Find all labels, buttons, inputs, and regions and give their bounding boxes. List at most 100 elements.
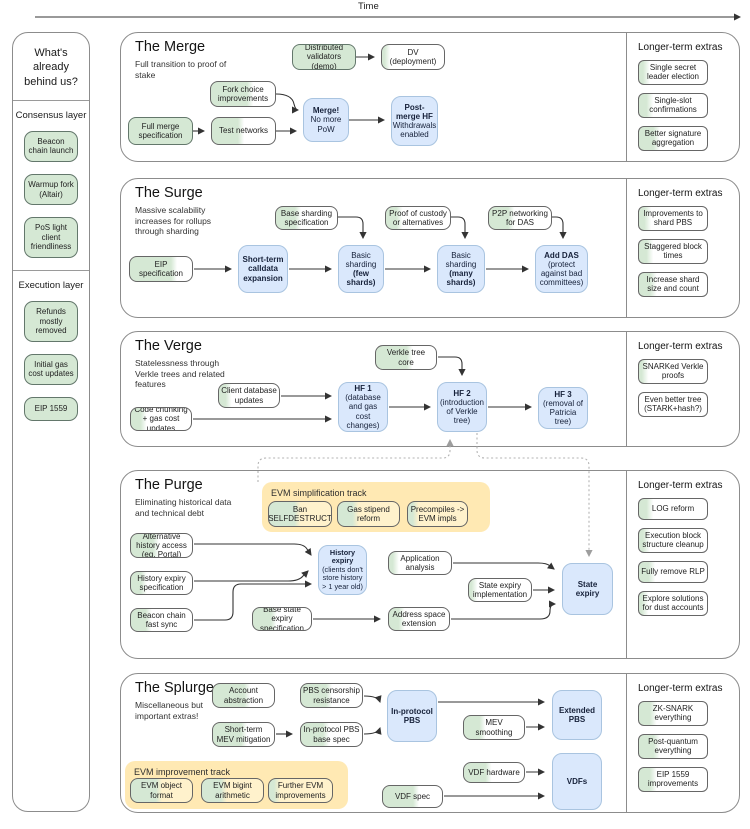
extra-post-quantum-everything: Post-quantum everything — [638, 733, 708, 759]
node-label: Ban SELFDESTRUCT — [268, 504, 332, 523]
node-pbs-censorship-resistance: PBS censorship resistance — [300, 683, 363, 708]
node-address-space-extension: Address space extension — [388, 607, 450, 631]
node-label: Beacon chain fast sync — [137, 610, 186, 629]
node-label: MEV smoothing — [475, 718, 513, 737]
node-label: History expiry specification — [137, 573, 186, 592]
node-proof-of-custody-or-alternatives: Proof of custody or alternatives — [385, 206, 451, 230]
node-vdf-spec: VDF spec — [382, 785, 443, 808]
node-label: Post-merge HF — [396, 102, 433, 121]
node-label: EIP specification — [138, 259, 184, 278]
extra-execution-block-structure-cleanup: Execution block structure cleanup — [638, 528, 708, 553]
node-label: VDFs — [566, 776, 588, 786]
node-history-expiry: History expiry(clients don't store histo… — [318, 545, 367, 595]
node-label: PBS censorship resistance — [303, 686, 360, 705]
connector — [438, 356, 466, 377]
node-in-protocol-pbs: In-protocol PBS — [387, 690, 437, 742]
sidebar-item-pos-light-client-friendliness: PoS light client friendliness — [24, 217, 78, 259]
section-subtitle-the-splurge: Miscellaneous but important extras! — [135, 700, 204, 721]
node-label: P2P networking for DAS — [492, 208, 548, 227]
node-label: Extended PBS — [558, 705, 595, 724]
dotted-connector-hf2-to-state-expiry — [476, 433, 593, 558]
extra-even-better-tree: Even better tree (STARK+hash?) — [638, 391, 708, 417]
node-vdf-hardware: VDF hardware — [463, 762, 525, 783]
node-label: Basic sharding — [345, 250, 377, 269]
sidebar-group-label: Execution layer — [18, 280, 84, 292]
node-merge-milestone: Merge!No more PoW — [303, 98, 349, 142]
extra-better-signature-aggregation: Better signature aggregation — [638, 125, 708, 151]
node-label: VDF spec — [394, 791, 431, 801]
node-dv-deployment: DV (deployment) — [381, 44, 445, 70]
node-label: Verkle tree core — [386, 348, 426, 367]
sidebar-item-refunds-mostly-removed: Refunds mostly removed — [24, 301, 78, 342]
connector — [194, 543, 312, 556]
node-label: Withdrawals enabled — [392, 121, 437, 140]
node-label: State expiry — [575, 579, 600, 598]
node-full-merge-specification: Full merge specification — [128, 117, 193, 145]
node-client-database-updates: Client database updates — [218, 383, 280, 408]
node-label: Fork choice improvements — [217, 84, 269, 103]
extras-title: Longer-term extras — [638, 480, 723, 491]
node-label: Test networks — [219, 126, 268, 136]
node-label: Merge! — [312, 106, 340, 116]
section-title-the-surge: The Surge — [135, 185, 203, 201]
node-beacon-chain-fast-sync: Beacon chain fast sync — [130, 608, 193, 632]
connector — [453, 562, 555, 570]
section-title-the-merge: The Merge — [135, 39, 206, 55]
track-label-evm-simplification-track: EVM simplification track — [271, 488, 367, 498]
node-hf-1: HF 1(database and gas cost changes) — [338, 382, 388, 432]
node-label: Address space extension — [392, 609, 446, 628]
node-state-expiry-implementation: State expiry implementation — [468, 578, 532, 602]
connector — [338, 216, 367, 240]
node-short-term-calldata-expansion: Short-term calldata expansion — [238, 245, 288, 293]
node-label: Account abstraction — [223, 686, 264, 705]
node-label: HF 3 — [554, 389, 572, 399]
node-eip-specification: EIP specification — [129, 256, 193, 282]
sidebar-item-initial-gas-cost-updates: Initial gas cost updates — [24, 353, 78, 386]
extra-single-slot-confirmations: Single-slot confirmations — [638, 92, 708, 118]
node-label: EVM object format — [141, 781, 182, 800]
node-label: In-protocol PBS — [391, 706, 433, 725]
connector — [363, 695, 382, 704]
time-axis-label: Time — [358, 1, 379, 12]
node-label: History expiry — [329, 548, 356, 566]
behind-us-panel: What's already behind us? Consensus laye… — [12, 32, 90, 812]
connector — [194, 580, 313, 621]
extra-log-reform: LOG reform — [638, 498, 708, 520]
sidebar-divider — [13, 99, 89, 101]
node-label: EVM bigint arithmetic — [213, 781, 252, 800]
extra-explore-solutions-for-dust-accounts: Explore solutions for dust accounts — [638, 590, 708, 616]
sidebar-item-beacon-chain-launch: Beacon chain launch — [24, 130, 78, 163]
extra-improvements-to-shard-pbs: Improvements to shard PBS — [638, 206, 708, 231]
behind-us-title: What's already behind us? — [24, 47, 78, 88]
extra-eip-1559-improvements: EIP 1559 improvements — [638, 766, 708, 792]
node-label: (many shards) — [446, 269, 476, 288]
node-further-evm-improvements: Further EVM improvements — [268, 778, 333, 803]
node-label: HF 1 — [354, 384, 372, 394]
node-add-das: Add DAS(protect against bad committees) — [535, 245, 588, 293]
node-label: (introduction of Verkle tree) — [439, 397, 485, 426]
section-subtitle-the-surge: Massive scalability increases for rollup… — [135, 205, 212, 237]
node-label: Further EVM improvements — [275, 781, 326, 800]
node-label: Gas stipend reform — [347, 504, 390, 523]
node-label: Short-term MEV mitigation — [216, 725, 271, 744]
node-label: Full merge specification — [138, 121, 183, 140]
connector — [451, 600, 557, 620]
node-label: State expiry implementation — [472, 580, 528, 599]
node-label: (database and gas cost changes) — [345, 393, 381, 430]
section-subtitle-the-verge: Statelessness through Verkle trees and r… — [135, 358, 225, 390]
node-test-networks: Test networks — [211, 117, 276, 145]
node-label: Code chunking + gas cost updates — [134, 407, 188, 431]
sidebar-item-eip-1559: EIP 1559 — [24, 397, 78, 422]
node-ban-selfdestruct: Ban SELFDESTRUCT — [268, 501, 332, 527]
node-state-expiry: State expiry — [562, 563, 613, 615]
node-in-protocol-pbs-base-spec: In-protocol PBS base spec — [300, 722, 363, 747]
node-evm-bigint-arithmetic: EVM bigint arithmetic — [201, 778, 264, 803]
node-label: Application analysis — [400, 553, 440, 572]
sidebar-group-label: Consensus layer — [15, 109, 87, 121]
node-label: Distributed validators (demo) — [304, 44, 344, 70]
node-label: Add DAS — [544, 250, 579, 260]
